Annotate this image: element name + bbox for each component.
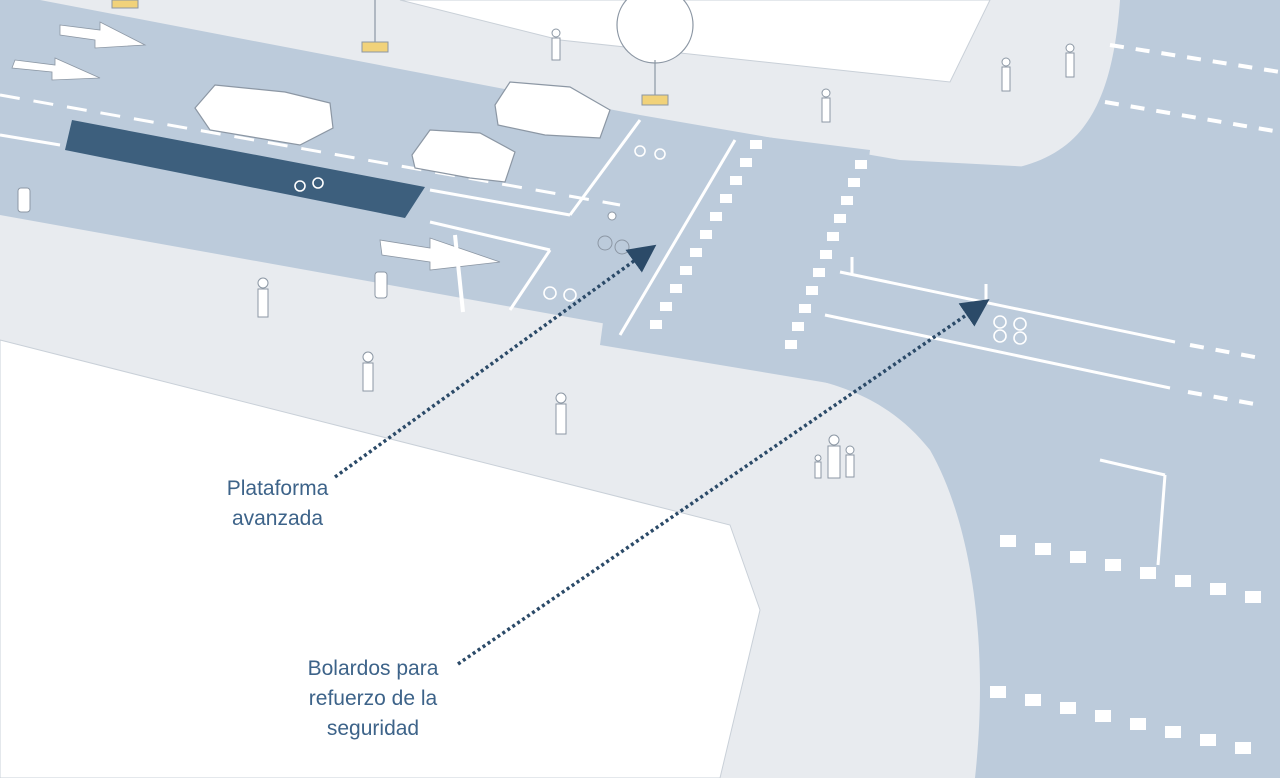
bollard-post: [374, 271, 388, 299]
road-arrows: [11, 21, 501, 271]
bollards: [850, 257, 988, 302]
traffic-pole: [453, 234, 465, 313]
top-city-block: [399, 0, 991, 83]
callout-line: Bolardos para: [307, 657, 439, 680]
callout-line: refuerzo de la: [308, 687, 438, 710]
cars: [194, 81, 611, 183]
callout-label-plataforma-avanzada: Plataforma avanzada: [195, 474, 360, 534]
bike-lane-highlight: [65, 120, 425, 218]
bollard-post: [17, 187, 31, 213]
crosswalk-markings: [650, 140, 1261, 754]
bike-symbols: [294, 145, 1027, 345]
trees: [374, 0, 694, 100]
callout-line: Plataforma: [226, 477, 329, 500]
vertical-road: [760, 0, 1280, 778]
vertical-road-dashes: [1104, 43, 1280, 407]
callout-line: avanzada: [231, 507, 324, 530]
crosswalk-zone: [600, 120, 870, 385]
lane-markings: [0, 93, 1176, 566]
bottom-left-city-block: [0, 339, 761, 778]
callout-label-bolardos: Bolardos para refuerzo de la seguridad: [278, 654, 468, 744]
callout-arrow-plataforma: [333, 244, 657, 479]
tree-pit: [361, 41, 389, 53]
callout-line: seguridad: [326, 717, 420, 740]
tree-pit: [641, 94, 669, 106]
tree-pit: [111, 0, 139, 9]
